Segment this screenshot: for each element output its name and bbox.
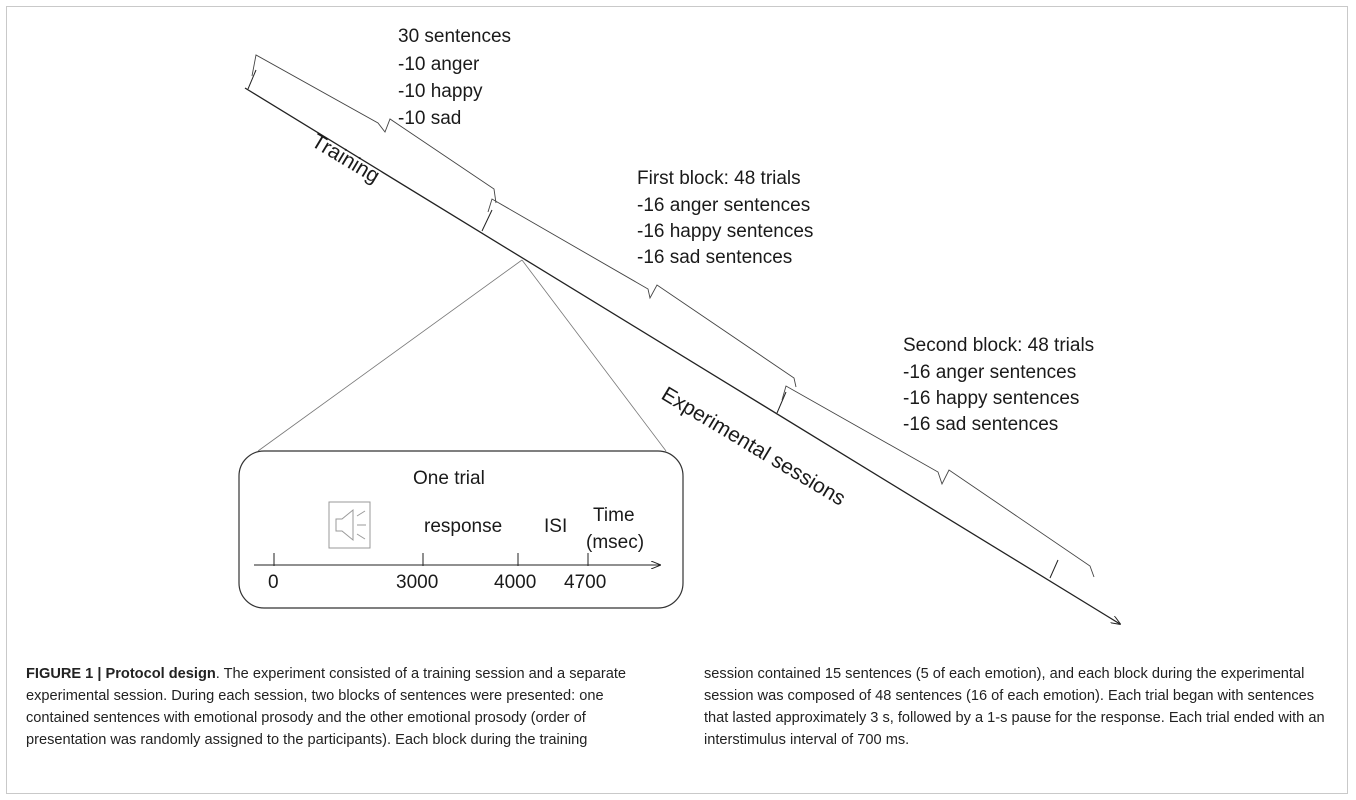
zoom-line-right xyxy=(521,259,667,452)
first-block-line: -16 happy sentences xyxy=(637,221,813,242)
first-block-line: First block: 48 trials xyxy=(637,168,801,189)
zoom-line-left xyxy=(257,259,523,452)
time-unit-label: Time (msec) xyxy=(586,505,644,553)
first-block-text: First block: 48 trials -16 anger sentenc… xyxy=(637,168,819,268)
training-info-text: 30 sentences -10 anger -10 happy -10 sad xyxy=(398,26,516,129)
caption-text: session contained 15 sentences (5 of eac… xyxy=(704,666,1325,748)
figure-caption-right: session contained 15 sentences (5 of eac… xyxy=(704,663,1340,751)
figure-frame xyxy=(6,6,1348,794)
response-label: response xyxy=(424,516,502,537)
timeline-axis xyxy=(244,87,1120,624)
training-info-line: -10 anger xyxy=(398,54,480,75)
training-label: Training xyxy=(307,130,383,188)
training-info-line: -10 sad xyxy=(398,108,461,129)
timeline-tick-training-end xyxy=(481,209,493,232)
trial-box xyxy=(238,450,684,609)
caption-label: FIGURE 1 | Protocol design xyxy=(26,666,216,682)
second-block-line: -16 anger sentences xyxy=(903,362,1076,383)
protocol-diagram: 30 sentences -10 anger -10 happy -10 sad… xyxy=(238,26,1356,660)
trial-title: One trial xyxy=(413,468,485,489)
training-info-line: 30 sentences xyxy=(398,26,511,47)
second-block-line: Second block: 48 trials xyxy=(903,335,1094,356)
caption-text: . The experiment consisted of a training… xyxy=(26,666,627,748)
first-block-line: -16 anger sentences xyxy=(637,195,810,216)
isi-label: ISI xyxy=(544,516,567,537)
second-block-line: -16 happy sentences xyxy=(903,388,1079,409)
timeline-tick-training-start xyxy=(247,69,257,90)
timeline-tick-block2-end xyxy=(1049,559,1059,579)
speaker-icon xyxy=(328,501,371,549)
trial-tick-label: 3000 xyxy=(396,572,438,593)
brace-second-block xyxy=(781,385,1095,578)
timeline-tick-block1-end xyxy=(776,391,787,414)
figure-caption-left: FIGURE 1 | Protocol design. The experime… xyxy=(26,663,662,751)
first-block-line: -16 sad sentences xyxy=(637,247,792,268)
training-info-line: -10 happy xyxy=(398,81,483,102)
experimental-sessions-label: Experimental sessions xyxy=(657,383,849,511)
second-block-line: -16 sad sentences xyxy=(903,414,1058,435)
trial-tick-label: 0 xyxy=(268,572,279,593)
trial-tick-label: 4000 xyxy=(494,572,536,593)
second-block-text: Second block: 48 trials -16 anger senten… xyxy=(903,335,1099,435)
brace-training xyxy=(251,54,497,204)
brace-first-block xyxy=(487,198,797,388)
trial-tick-label: 4700 xyxy=(564,572,606,593)
